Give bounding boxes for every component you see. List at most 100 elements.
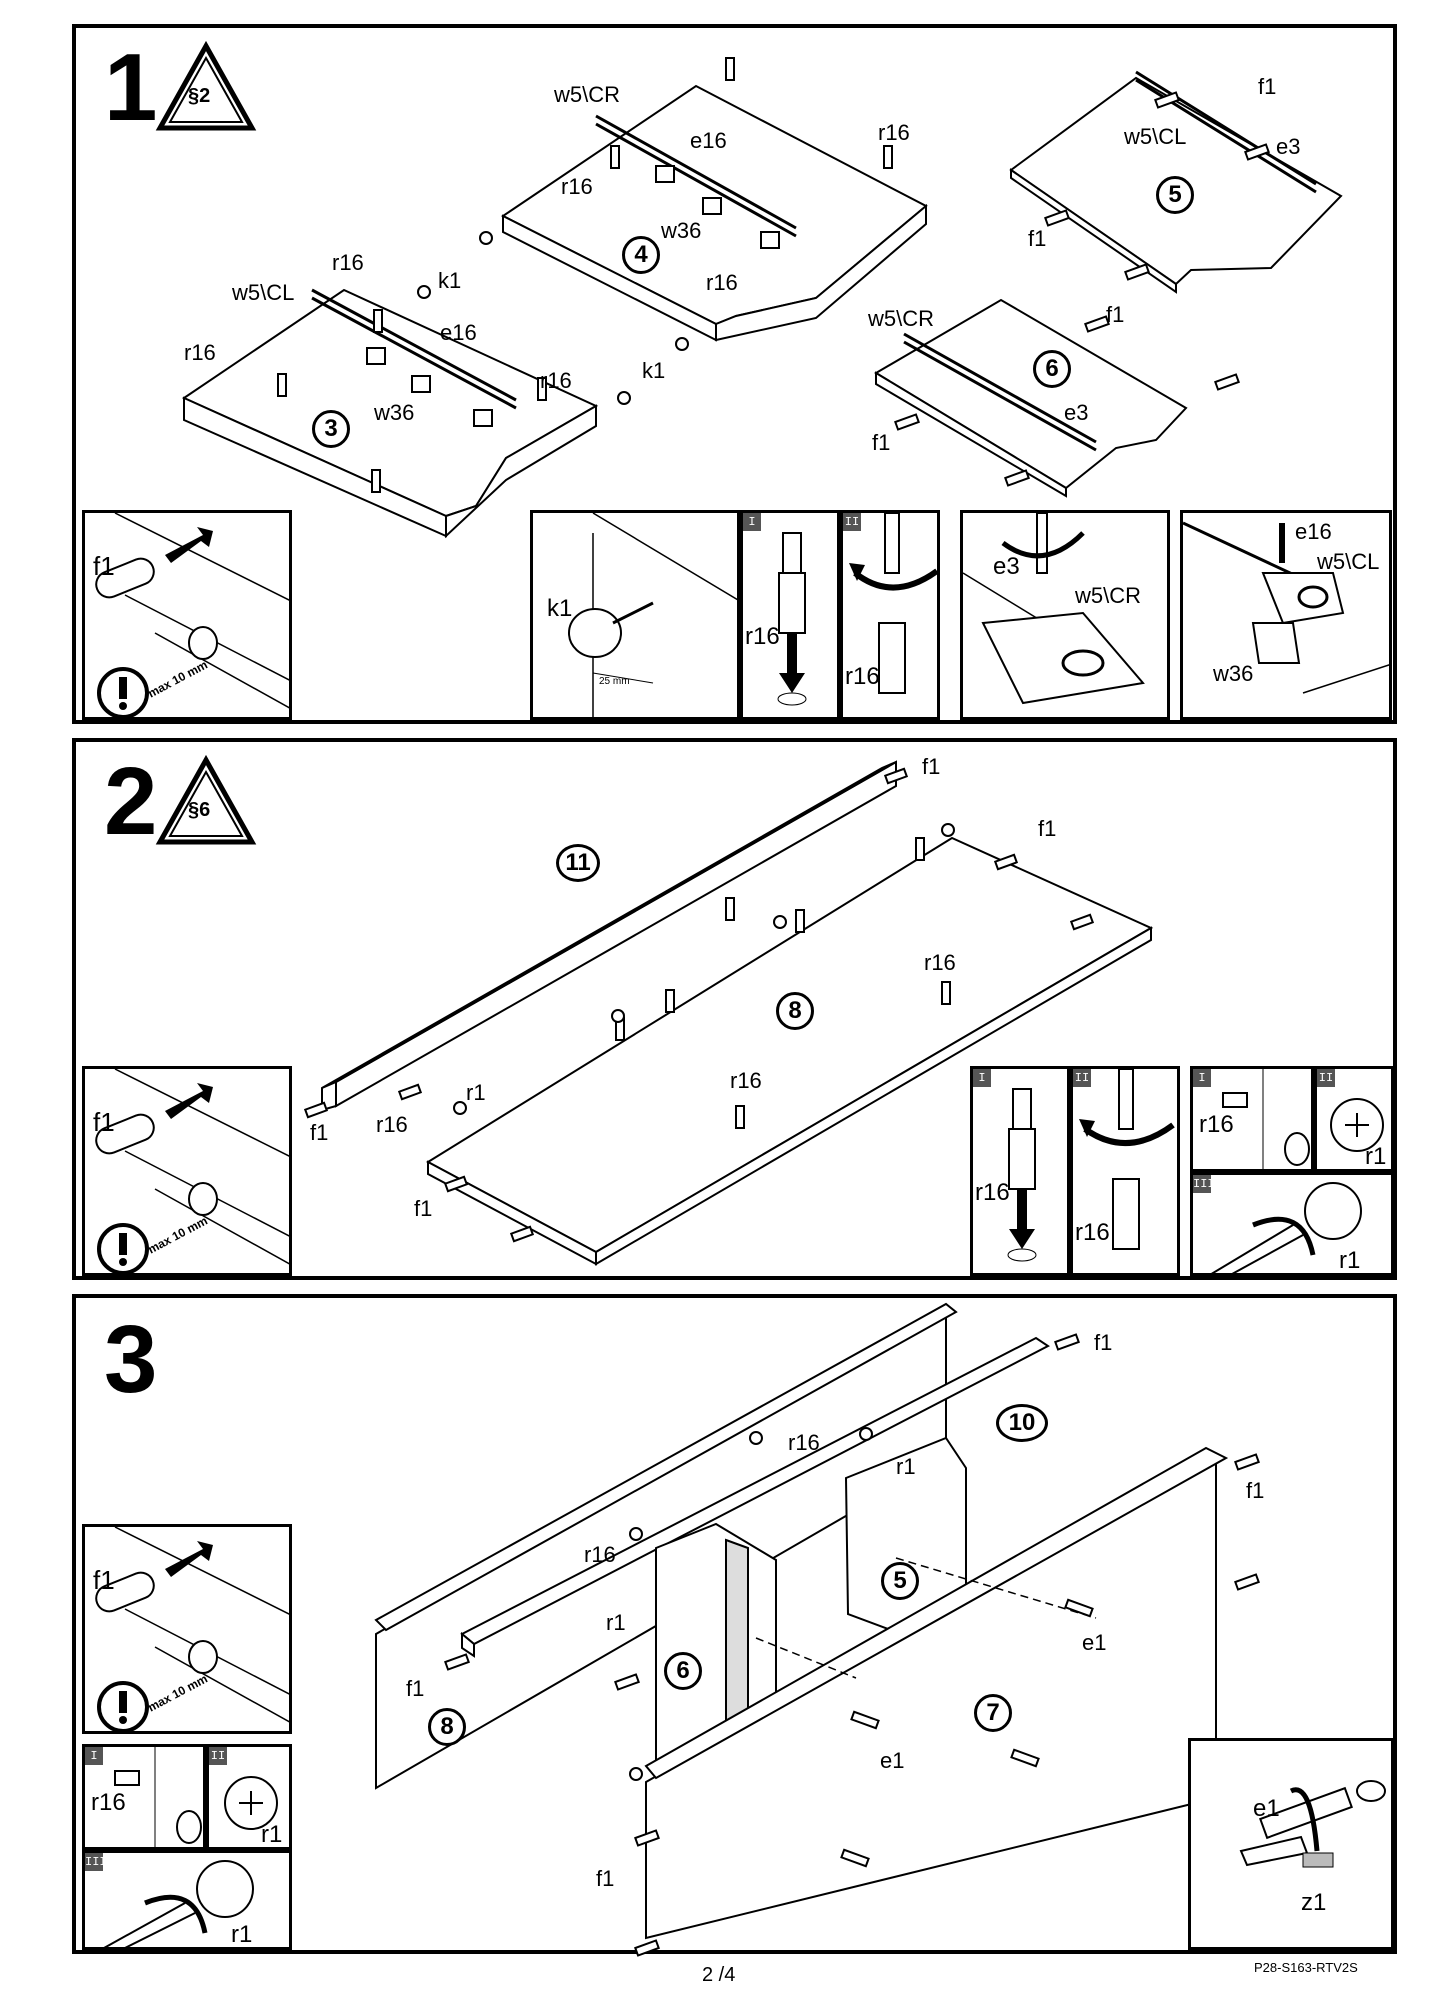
cam-lock-diagram: [224, 1776, 278, 1830]
cam-tighten-diagram: [1211, 1182, 1362, 1273]
inset-cam-iii: III r1: [82, 1850, 292, 1950]
label-r16: r16: [706, 270, 738, 295]
inset-label-e1: e1: [1253, 1795, 1280, 1822]
step-number: 3: [104, 1306, 158, 1413]
inset-cam-i: I r16: [82, 1744, 206, 1850]
inset-label-f1: f1: [93, 1565, 115, 1595]
inset-label-f1: f1: [93, 1107, 115, 1137]
label-f1: f1: [1094, 1330, 1113, 1355]
label-f1: f1: [1246, 1478, 1265, 1503]
step-3-drawing: [374, 1302, 1260, 1957]
inset-label-w36: w36: [1213, 661, 1254, 686]
part-10: 10: [996, 1404, 1048, 1442]
label-w5cl: w5\CL: [1124, 124, 1187, 149]
inset-label-r16: r16: [745, 623, 780, 650]
inset-cam-ii: II r1: [1314, 1066, 1394, 1172]
e3-screw-diagram: [963, 513, 1145, 705]
warning-code: §6: [188, 799, 211, 821]
part-4: 4: [622, 236, 660, 274]
inset-e1-z1: e1 z1: [1188, 1738, 1394, 1950]
label-f1: f1: [406, 1676, 425, 1701]
e1-anchor-diagram: [1239, 1780, 1386, 1868]
warning-triangle-icon: [155, 754, 257, 845]
dowel-diagram: [95, 513, 289, 717]
inset-label-f1: f1: [93, 551, 115, 581]
inset-dowel-f1: f1 max 10 mm: [82, 1066, 292, 1276]
step-tag: III: [85, 1853, 107, 1871]
inset-cam-ii: II r1: [206, 1744, 292, 1850]
part-8: 8: [776, 992, 814, 1030]
label-e16: e16: [440, 320, 477, 345]
label-r16: r16: [788, 1430, 820, 1455]
dowel-diagram: [95, 1527, 289, 1731]
warning-triangle-icon: [155, 40, 257, 131]
inset-label-r16: r16: [975, 1179, 1010, 1206]
cam-insert-diagram: [1222, 1069, 1310, 1169]
r16-turn-diagram: [849, 513, 937, 694]
inset-label-e3: e3: [993, 553, 1020, 580]
label-f1: f1: [1038, 816, 1057, 841]
inset-label-r1: r1: [1339, 1247, 1361, 1274]
page-number: 2 /4: [702, 1964, 736, 1986]
inset-cam-i: I r16: [1190, 1066, 1314, 1172]
label-r16: r16: [561, 174, 593, 199]
label-w36: w36: [374, 400, 415, 425]
inset-label-r1: r1: [261, 1821, 283, 1848]
label-f1: f1: [1258, 74, 1277, 99]
inset-label-r1: r1: [231, 1921, 253, 1948]
label-e16: e16: [690, 128, 727, 153]
part-3: 3: [312, 410, 350, 448]
step-tag: II: [1317, 1069, 1335, 1087]
r16-insert-diagram: [1007, 1088, 1037, 1262]
label-r16: r16: [924, 950, 956, 975]
label-r1: r1: [606, 1610, 626, 1635]
label-f1: f1: [596, 1866, 615, 1891]
inset-e16: e16 w5\CL w36: [1180, 510, 1392, 720]
label-e1: e1: [880, 1748, 905, 1773]
inset-label-r1: r1: [1365, 1143, 1387, 1170]
inset-label-r16: r16: [1199, 1111, 1234, 1138]
label-w36: w36: [661, 218, 702, 243]
label-e3: e3: [1276, 134, 1301, 159]
label-f1: f1: [310, 1120, 329, 1145]
inset-e3: e3 w5\CR: [960, 510, 1170, 720]
step-tag: II: [1073, 1069, 1091, 1087]
k1-glide-diagram: [568, 513, 737, 717]
inset-dowel-f1: f1 max 10 mm: [82, 510, 292, 720]
label-r16: r16: [332, 250, 364, 275]
step-tag: I: [1193, 1069, 1211, 1087]
inset-k1: k1 25 mm: [530, 510, 740, 720]
part-8: 8: [428, 1708, 466, 1746]
inset-label-k1: k1: [547, 595, 573, 622]
part-5: 5: [1156, 176, 1194, 214]
inset-label-w5cr: w5\CR: [1075, 583, 1142, 608]
step-tag: III: [1193, 1175, 1215, 1193]
step-2-panel: 2 §6: [72, 738, 1397, 1280]
inset-label-r16: r16: [1075, 1219, 1110, 1246]
inset-cam-iii: III r1: [1190, 1172, 1394, 1276]
inset-label-w5cl: w5\CL: [1317, 549, 1380, 574]
dowel-diagram: [95, 1069, 289, 1273]
cam-lock-diagram: [1330, 1098, 1384, 1152]
inset-r16-ii: II r16: [1070, 1066, 1180, 1276]
label-r1: r1: [466, 1080, 486, 1105]
label-e3: e3: [1064, 400, 1089, 425]
step-tag: I: [973, 1069, 991, 1087]
label-r16: r16: [584, 1542, 616, 1567]
step-2-drawing: [303, 760, 1154, 1266]
label-w5cl: w5\CL: [232, 280, 295, 305]
label-f1: f1: [922, 754, 941, 779]
r16-insert-diagram: [777, 532, 807, 706]
label-f1: f1: [1106, 302, 1125, 327]
inset-label-e16: e16: [1295, 519, 1332, 544]
e16-w36-diagram: [1183, 521, 1389, 694]
step-1-panel: 1 §2: [72, 24, 1397, 724]
label-r16: r16: [540, 368, 572, 393]
step-tag: II: [209, 1747, 227, 1765]
label-f1: f1: [872, 430, 891, 455]
label-r1: r1: [896, 1454, 916, 1479]
cam-insert-diagram: [114, 1747, 202, 1847]
warning-code: §2: [188, 85, 211, 107]
step-tag: I: [85, 1747, 103, 1765]
label-e1: e1: [1082, 1630, 1107, 1655]
